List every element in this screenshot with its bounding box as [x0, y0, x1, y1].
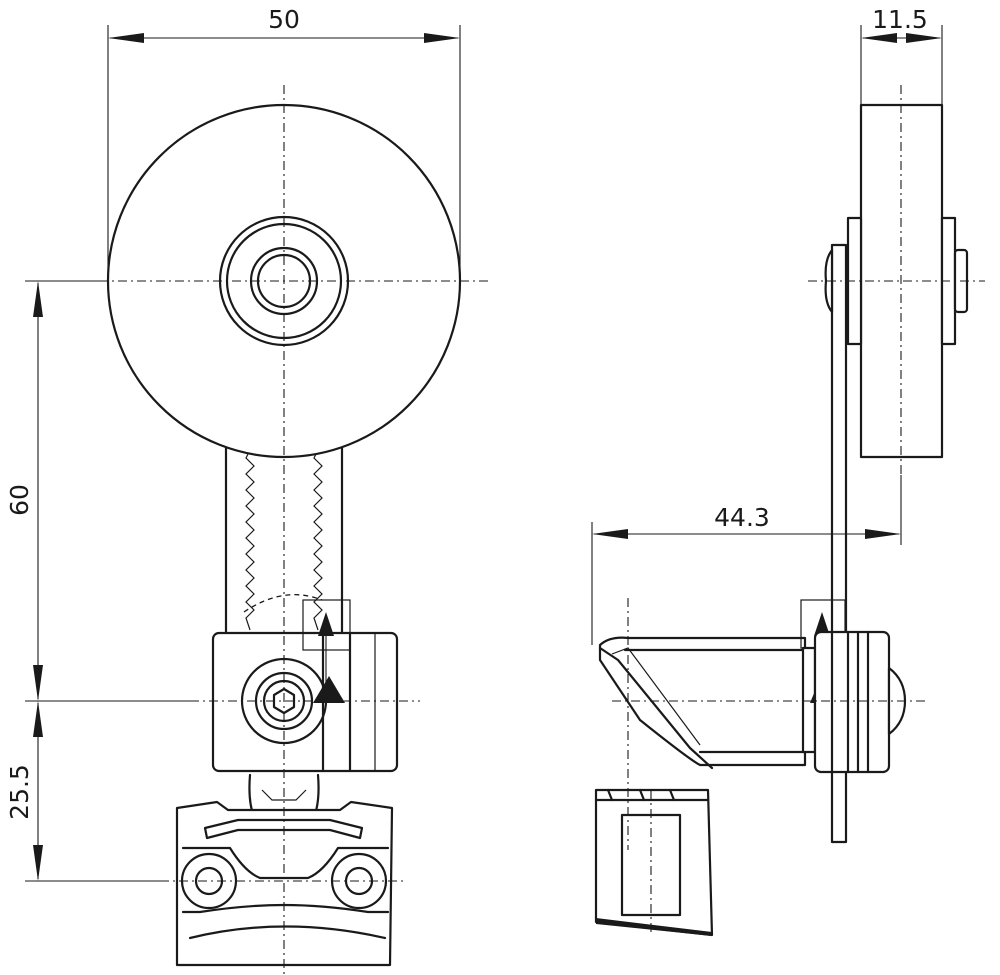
front-view: 50 60 25.5 — [5, 5, 490, 975]
dim-label-mount-offset: 25.5 — [5, 764, 34, 820]
side-center-lines — [612, 85, 985, 935]
dim-lever-length: 60 — [5, 280, 190, 702]
dim-label-roller-width: 11.5 — [872, 5, 928, 34]
dim-label-lever-length: 60 — [5, 484, 34, 516]
dim-lever-offset: 44.3 — [591, 475, 902, 645]
lever-arm — [224, 443, 344, 636]
front-center-lines — [80, 85, 490, 975]
switch-head — [211, 599, 399, 773]
side-view: 11.5 44.3 — [591, 5, 985, 937]
dim-roller-width: 11.5 — [860, 5, 943, 105]
dim-roller-diameter: 50 — [107, 5, 461, 281]
side-switch-body — [594, 598, 907, 937]
dim-mount-offset: 25.5 — [5, 701, 160, 882]
dim-label-lever-offset: 44.3 — [714, 503, 770, 532]
dim-label-roller-diameter: 50 — [268, 5, 300, 34]
